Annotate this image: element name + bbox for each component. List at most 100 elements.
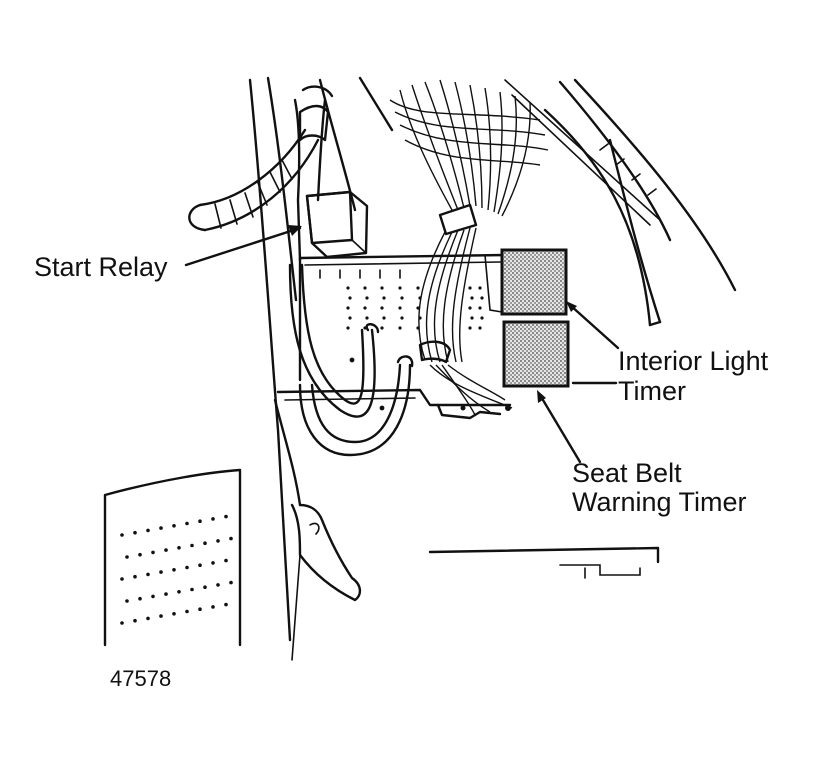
grille-dot bbox=[172, 612, 176, 616]
loop-wires bbox=[288, 263, 414, 457]
grille-dot bbox=[224, 514, 228, 519]
grille-dot bbox=[229, 580, 233, 585]
grille-dot bbox=[146, 572, 150, 577]
terminal-dot bbox=[380, 286, 384, 290]
grille-dot bbox=[125, 555, 129, 559]
grille-dot bbox=[185, 565, 189, 570]
terminal-dot bbox=[382, 316, 386, 320]
grille-dot bbox=[146, 616, 150, 621]
terminal-dot bbox=[398, 326, 402, 330]
grille-dot bbox=[151, 550, 155, 555]
seat-belt-warning-timer-component bbox=[502, 320, 570, 388]
terminal-dot bbox=[418, 296, 422, 300]
grille-dot bbox=[190, 543, 194, 548]
terminal-dot bbox=[400, 296, 404, 300]
terminal-dot bbox=[365, 316, 369, 320]
seat-belt-arrowhead bbox=[537, 390, 546, 403]
grille-dot bbox=[198, 607, 202, 611]
grille-dot bbox=[177, 546, 181, 550]
terminal-dot bbox=[380, 326, 384, 330]
terminal-dot bbox=[478, 306, 482, 310]
grille-dot bbox=[198, 563, 202, 567]
start-relay-label: Start Relay bbox=[34, 252, 168, 282]
grille-dot bbox=[190, 587, 194, 592]
figure-number: 47578 bbox=[110, 666, 171, 691]
terminal-dot bbox=[363, 306, 367, 310]
start-relay-arrowhead bbox=[288, 225, 302, 236]
interior-light-timer-label-line2: Timer bbox=[618, 376, 686, 406]
grille-dot bbox=[172, 524, 176, 528]
lower-trim bbox=[273, 398, 362, 661]
terminal-dot bbox=[348, 296, 352, 300]
terminal-dot bbox=[363, 286, 367, 290]
grille-dot bbox=[151, 594, 155, 599]
interior-light-timer-label-line1: Interior Light bbox=[618, 346, 769, 376]
grille-dot bbox=[172, 568, 176, 572]
floor-bracket bbox=[428, 546, 660, 579]
terminal-dot bbox=[380, 306, 384, 310]
seat-belt-warning-timer-label-line1: Seat Belt bbox=[572, 458, 682, 488]
grille-dot bbox=[216, 539, 220, 543]
grille-dot bbox=[211, 517, 215, 521]
grille-dot bbox=[185, 521, 189, 526]
grille-dot bbox=[203, 541, 207, 545]
grille-dot bbox=[211, 605, 215, 609]
grille-dot bbox=[138, 596, 142, 601]
grille-dot bbox=[164, 592, 168, 596]
grille-dot bbox=[133, 618, 137, 623]
grille-dot bbox=[203, 585, 207, 589]
terminal-dot bbox=[416, 306, 420, 310]
terminal-dot bbox=[478, 326, 482, 330]
terminal-dot bbox=[480, 316, 484, 320]
terminal-dot bbox=[346, 306, 350, 310]
grille-dot bbox=[224, 558, 228, 563]
grille-dot bbox=[138, 552, 142, 557]
grille-dot bbox=[120, 533, 124, 537]
interior-light-timer-component bbox=[500, 248, 568, 316]
grille-dot bbox=[159, 614, 163, 618]
floor-grille bbox=[103, 468, 242, 647]
terminal-dot bbox=[398, 286, 402, 290]
wire-harness-top bbox=[389, 79, 549, 236]
terminal-dot bbox=[398, 306, 402, 310]
terminal-dot bbox=[348, 316, 352, 320]
seat-belt-warning-timer-label-line2: Warning Timer bbox=[572, 487, 747, 517]
grille-dot bbox=[211, 561, 215, 565]
leader-lines bbox=[184, 225, 620, 464]
grille-dot bbox=[164, 548, 168, 552]
grille-dot bbox=[133, 574, 137, 579]
terminal-dot bbox=[416, 326, 420, 330]
grille-dot bbox=[159, 570, 163, 574]
grille-dot bbox=[198, 519, 202, 523]
terminal-dot bbox=[346, 326, 350, 330]
terminal-dot bbox=[480, 296, 484, 300]
grille-dot bbox=[229, 536, 233, 541]
terminal-dot bbox=[468, 326, 472, 330]
interior-light-arrowhead bbox=[566, 301, 577, 312]
terminal-dot bbox=[346, 286, 350, 290]
grille-dot bbox=[146, 528, 150, 533]
terminal-dot bbox=[400, 316, 404, 320]
terminal-dot bbox=[470, 296, 474, 300]
terminal-dot bbox=[478, 286, 482, 290]
terminal-dot bbox=[418, 316, 422, 320]
terminal-dot bbox=[468, 306, 472, 310]
grille-dot bbox=[120, 621, 124, 625]
terminal-dot bbox=[416, 286, 420, 290]
grille-dot bbox=[159, 526, 163, 530]
terminal-dot bbox=[468, 286, 472, 290]
terminal-dot bbox=[470, 316, 474, 320]
grille-dot bbox=[125, 599, 129, 603]
terminal-dot bbox=[382, 296, 386, 300]
grille-dot bbox=[185, 609, 189, 614]
grille-dot bbox=[224, 602, 228, 607]
grille-dot bbox=[120, 577, 124, 581]
grille-dot bbox=[216, 583, 220, 587]
grille-dot bbox=[177, 590, 181, 594]
start-relay-component bbox=[305, 190, 369, 259]
grille-dot bbox=[133, 530, 137, 535]
terminal-dot bbox=[365, 296, 369, 300]
corrugated-conduit bbox=[188, 85, 334, 262]
